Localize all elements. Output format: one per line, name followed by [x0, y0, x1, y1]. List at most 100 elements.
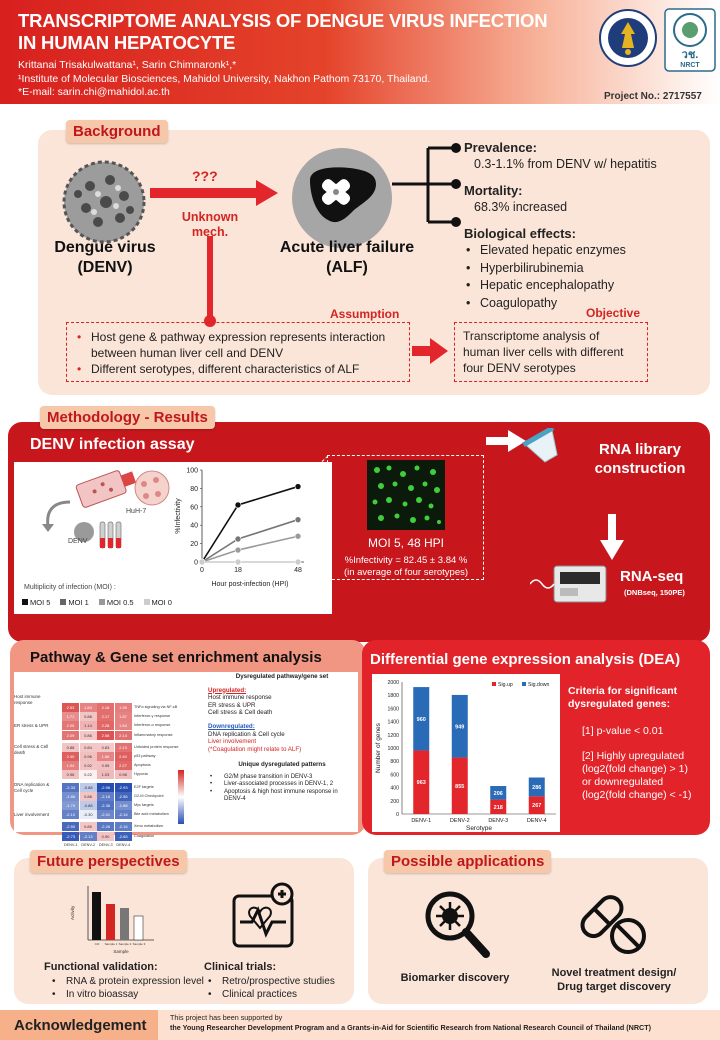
biomarker-label: Biomarker discovery: [400, 972, 510, 984]
heatmap-cell: -2.56: [114, 791, 132, 801]
heatmap-cell: 0.86: [79, 730, 97, 740]
heatmap-cell: -0.88: [79, 801, 97, 810]
future-tag: Future perspectives: [30, 850, 187, 873]
col-label: DENV-3: [98, 843, 113, 847]
treatment-label: Novel treatment design/ Drug target disc…: [544, 966, 684, 994]
pills-icon: [580, 895, 646, 954]
virus-label: Dengue virus (DENV): [40, 238, 170, 278]
assumption-label: Assumption: [330, 307, 400, 321]
assay-panel: [14, 462, 332, 614]
moi-label: Multiplicity of infection (MOI) :: [24, 584, 116, 591]
y-tick-label: 400: [390, 786, 399, 792]
criteria-title-1: Criteria for significant: [568, 685, 678, 697]
bio-item: Hepatic encephalopathy: [464, 277, 704, 295]
prevalence-text: 0.3-1.1% from DENV w/ hepatitis: [474, 157, 657, 171]
bar-value-label: 286: [532, 785, 541, 791]
heatmap-cell: -2.16: [114, 822, 132, 832]
unique-item: G2/M phase transition in DENV-3: [208, 774, 356, 782]
heatmap-cell: 0.92: [79, 761, 97, 771]
heatmap-cell: 0.98: [114, 770, 132, 780]
data-point: [294, 516, 302, 523]
data-point: [234, 501, 242, 509]
acknowledgement-text: This project has been supported by the Y…: [170, 1013, 715, 1033]
functional-item: RNA & protein expression level: [50, 975, 204, 988]
virus-label-line1: Dengue virus: [54, 239, 156, 256]
y-tick-label: 80: [190, 486, 198, 493]
heatmap-cell: 2.53: [62, 703, 79, 712]
heatmap-row-name: TNFα signaling via NF-κB: [134, 705, 178, 709]
magnifier-virus-icon: [425, 891, 490, 958]
y-tick-label: 2000: [387, 680, 399, 686]
treatment-line1: Novel treatment design/: [551, 967, 677, 979]
heatmap-cell: 2.14: [114, 730, 132, 740]
y-tick-label: 60: [190, 504, 198, 511]
legend-label: Sig.down: [528, 682, 549, 688]
heatmap-cell: 1.87: [114, 712, 132, 722]
assumption-box: Host gene & pathway expression represent…: [66, 322, 410, 382]
row-group: Cell stress & Cell death: [14, 744, 49, 755]
data-point: [234, 535, 242, 543]
heatmap-cell: -2.50: [62, 822, 79, 832]
heatmap-cell: 0.22: [79, 770, 97, 780]
heatmap-cell: 1.84: [79, 703, 97, 712]
bar-value-label: 267: [532, 803, 541, 809]
heatmap-cell: 0.96: [62, 770, 79, 780]
bar-sig-down: [490, 786, 507, 800]
author-block: Krittanai Trisakulwattana¹, Sarin Chimna…: [18, 59, 430, 100]
moi-legend: MOI 5 MOI 1 MOI 0.5 MOI 0: [22, 598, 222, 607]
alf-label-line2: (ALF): [326, 259, 368, 276]
acknowledgement-tag: Acknowledgement: [0, 1010, 158, 1040]
legend-swatch: [522, 682, 526, 686]
col-label: DENV-2: [81, 843, 96, 847]
heatmap-col-labels: DENV-1 DENV-2 DENV-3 DENV-4: [62, 843, 132, 847]
y-tick-label: 20: [190, 541, 198, 548]
svg-text:Sample 1: Sample 1: [105, 942, 118, 946]
x-axis-label: Hour post-infection (HPI): [211, 581, 288, 588]
y-tick-label: 100: [186, 468, 198, 475]
heatmap-cell: -2.16: [97, 791, 114, 801]
mortality-title: Mortality:: [464, 183, 523, 198]
criteria-title-2: dysregulated genes:: [568, 698, 671, 710]
legend-label: MOI 0.5: [106, 598, 134, 607]
heatmap-cell: 0.90: [97, 831, 114, 841]
alf-label: Acute liver failure (ALF): [262, 238, 432, 278]
micrograph-caption: MOI 5, 48 HPI: [367, 536, 445, 550]
heatmap-row-name: E2F targets: [134, 784, 154, 789]
heatmap-row-name: Xeno metabolism: [134, 824, 164, 829]
affiliation: ¹Institute of Molecular Biosciences, Mah…: [18, 72, 431, 85]
alf-facts: Prevalence: 0.3-1.1% from DENV w/ hepati…: [464, 139, 704, 312]
heatmap-row-name: Interferon-α response: [134, 723, 171, 728]
heatmap-cell: 0.84: [79, 742, 97, 752]
down-item: (*Coagulation might relate to ALF): [208, 745, 302, 753]
heatmap-cell: 1.14: [79, 721, 97, 731]
unique-item: Apoptosis & high host immune response in…: [208, 789, 356, 804]
legend-item: MOI 5: [22, 598, 50, 607]
cell-culture-flask-icon: [75, 470, 137, 508]
heatmap-cell: -0.30: [79, 810, 97, 820]
heatmap-cell: 1.94: [62, 761, 79, 771]
assumption-item: Different serotypes, different character…: [75, 361, 401, 377]
activity-bar-icon: Activity Ctrl Sample 1 Sample 2 Sample 3…: [70, 886, 154, 954]
curved-arrow-icon: [42, 500, 71, 532]
heatmap-cell: -2.96: [97, 782, 114, 792]
heatmap-cell: 1.86: [97, 752, 114, 761]
heatmap-cell: -2.10: [62, 810, 79, 820]
heatmap-color-scale: [178, 770, 184, 824]
heatmap-cell: 0.88: [79, 791, 97, 801]
unknown-line2: mech.: [191, 225, 229, 239]
applications-tag: Possible applications: [384, 850, 552, 873]
heatmap-cell: 1.84: [114, 721, 132, 731]
objective-label: Objective: [586, 306, 641, 320]
dea-title: Differential gene expression analysis (D…: [370, 651, 681, 668]
alf-label-line1: Acute liver failure: [279, 239, 415, 256]
clinical-title: Clinical trials:: [204, 961, 277, 973]
series-line-moi-1: [201, 518, 299, 563]
svg-text:Sample: Sample: [113, 949, 129, 954]
x-tick-label: DENV-2: [450, 818, 470, 824]
clinical-item: Clinical practices: [206, 988, 335, 1001]
heatmap-row-name: Interferon-γ response: [134, 714, 171, 719]
sequencer-machine-icon: [530, 565, 607, 603]
heatmap-row-names: TNFα signaling via NF-κB Interferon-γ res…: [134, 703, 194, 843]
criteria-block: Criteria for significant dysregulated ge…: [568, 685, 708, 802]
heatmap-row-name: Hypoxia: [134, 772, 148, 777]
